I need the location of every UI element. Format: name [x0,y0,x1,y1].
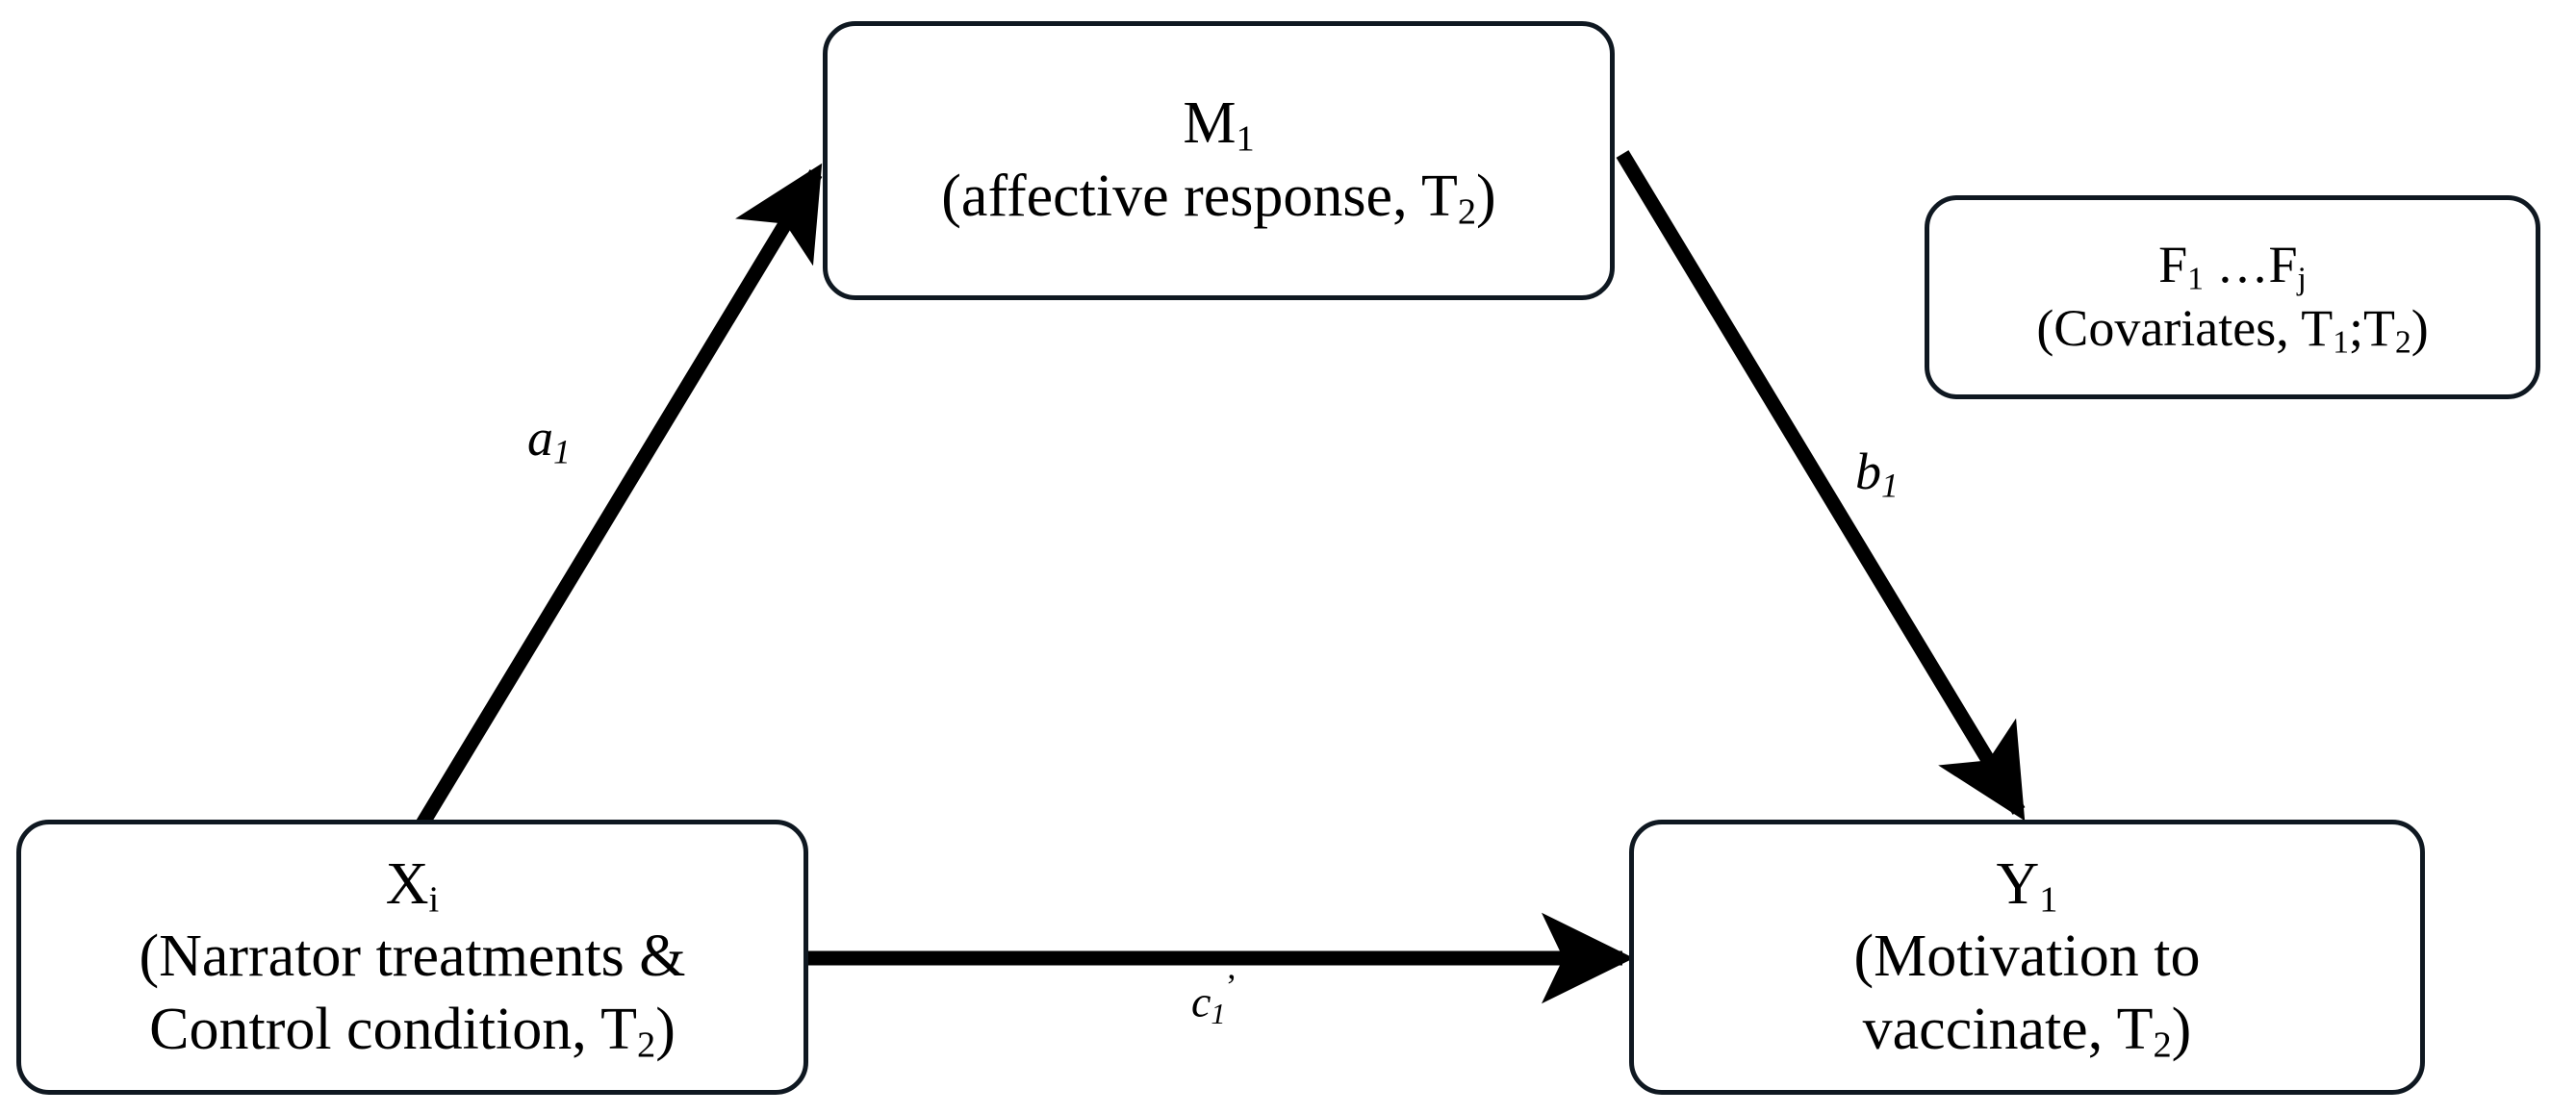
node-covariates-title: F1 …Fj [2158,236,2307,297]
node-x-description-line1: (Narrator treatments & [139,924,686,990]
node-x-title: Xi [385,850,440,921]
node-y-description-line1: (Motivation to [1853,924,2201,990]
node-y-title-subscript: 1 [2039,879,2058,921]
node-m1-title-subscript: 1 [1236,118,1255,160]
node-covariates-title-subscript-j: j [2297,261,2307,297]
node-y-title: Y1 [1996,850,2058,921]
edge-label-b1-subscript: 1 [1881,466,1899,505]
node-m1-description: (affective response, T2) [941,164,1496,233]
node-mediator-m1[interactable]: M1 (affective response, T2) [823,21,1615,300]
edge-a1-arrow [415,163,823,829]
node-outcome-y[interactable]: Y1 (Motivation to vaccinate, T2) [1629,820,2425,1095]
node-m1-description-subscript: 2 [1457,191,1477,233]
node-independent-variable-x[interactable]: Xi (Narrator treatments & Control condit… [16,820,808,1095]
node-covariates-description: (Covariates, T1;T2) [2036,299,2429,361]
node-covariates-description-subscript-1: 1 [2333,324,2349,361]
node-m1-title: M1 [1183,90,1255,160]
node-x-title-subscript: i [428,879,440,921]
edge-label-b1: b1 [1855,443,1899,505]
node-x-description-line2: Control condition, T2) [149,996,676,1066]
edge-label-c1-prime-mark: ’ [1225,967,1237,1005]
node-x-description-subscript: 2 [637,1025,656,1066]
edge-label-c1-subscript: 1 [1211,998,1226,1030]
node-covariates-title-subscript-1: 1 [2187,261,2204,297]
node-covariates[interactable]: F1 …Fj (Covariates, T1;T2) [1925,195,2540,399]
node-y-description-subscript: 2 [2153,1025,2172,1066]
node-covariates-description-subscript-2: 2 [2394,324,2411,361]
node-y-description-line2: vaccinate, T2) [1862,996,2192,1066]
edge-label-a1-subscript: 1 [553,432,571,471]
edge-label-c1-prime: c1’ [1191,967,1237,1030]
edge-label-a1: a1 [527,409,571,471]
